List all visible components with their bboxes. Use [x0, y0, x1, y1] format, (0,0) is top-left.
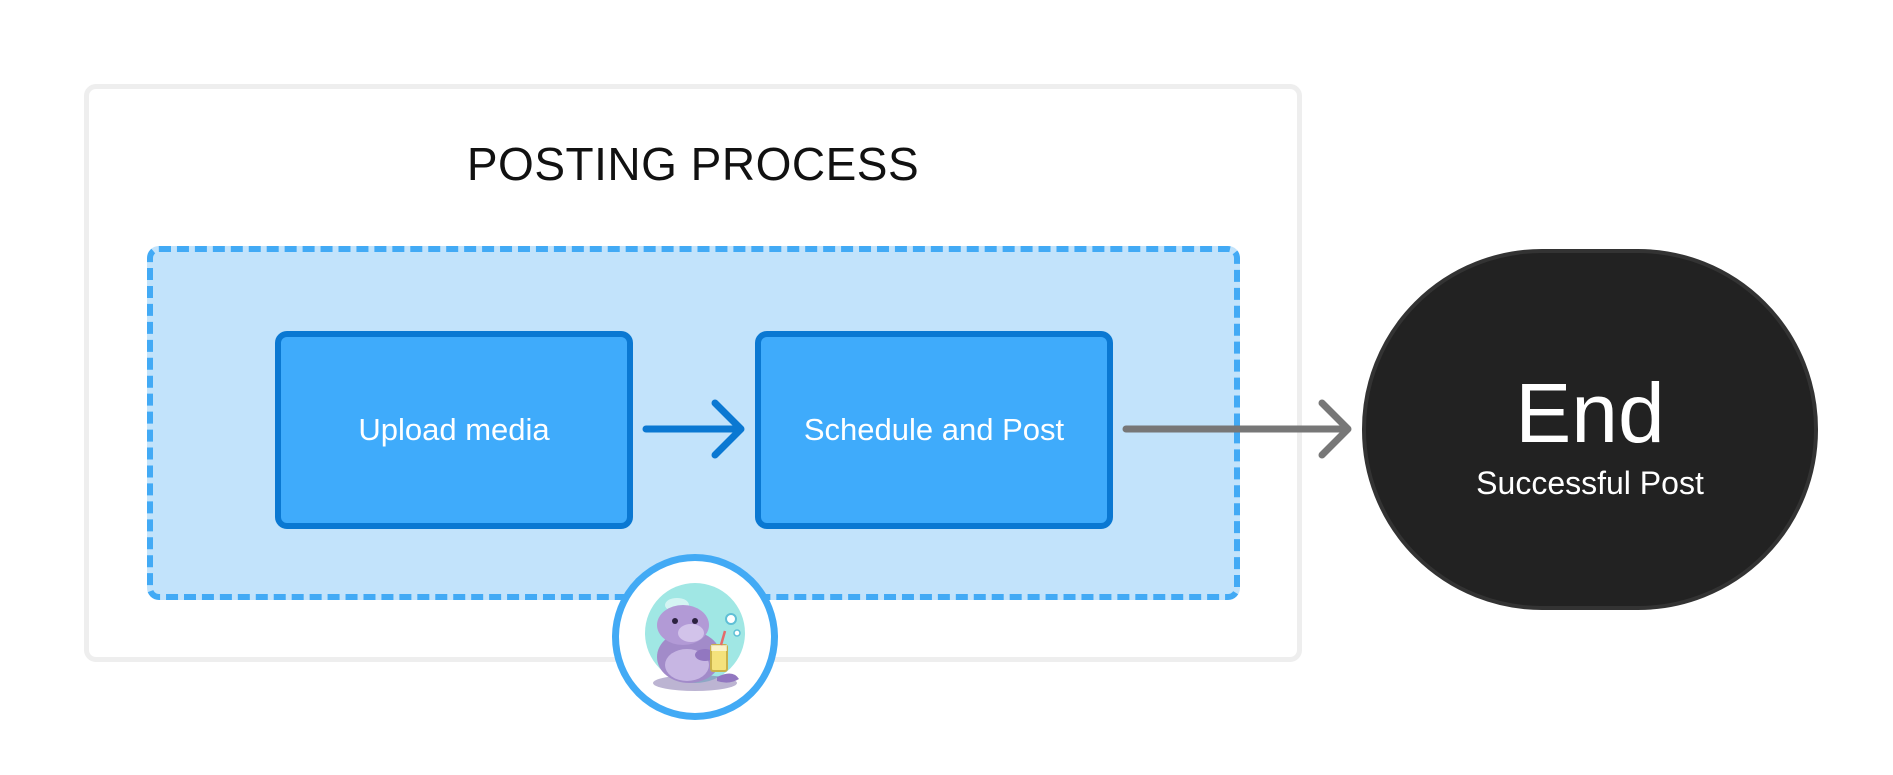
arrow-schedule-to-end — [1122, 399, 1352, 459]
end-title: End — [1515, 366, 1665, 460]
schedule-and-post-label: Schedule and Post — [803, 412, 1065, 447]
schedule-and-post-node[interactable]: Schedule and Post — [755, 331, 1113, 529]
arrow-upload-to-schedule — [642, 399, 745, 459]
frame-title: POSTING PROCESS — [466, 138, 920, 190]
upload-media-label: Upload media — [358, 412, 550, 447]
end-subtitle: Successful Post — [1476, 465, 1704, 501]
end-node[interactable]: End Successful Post — [1362, 249, 1818, 610]
mascot-illustration — [645, 583, 745, 691]
manatee-mascot-icon — [612, 554, 778, 720]
upload-media-node[interactable]: Upload media — [275, 331, 633, 529]
